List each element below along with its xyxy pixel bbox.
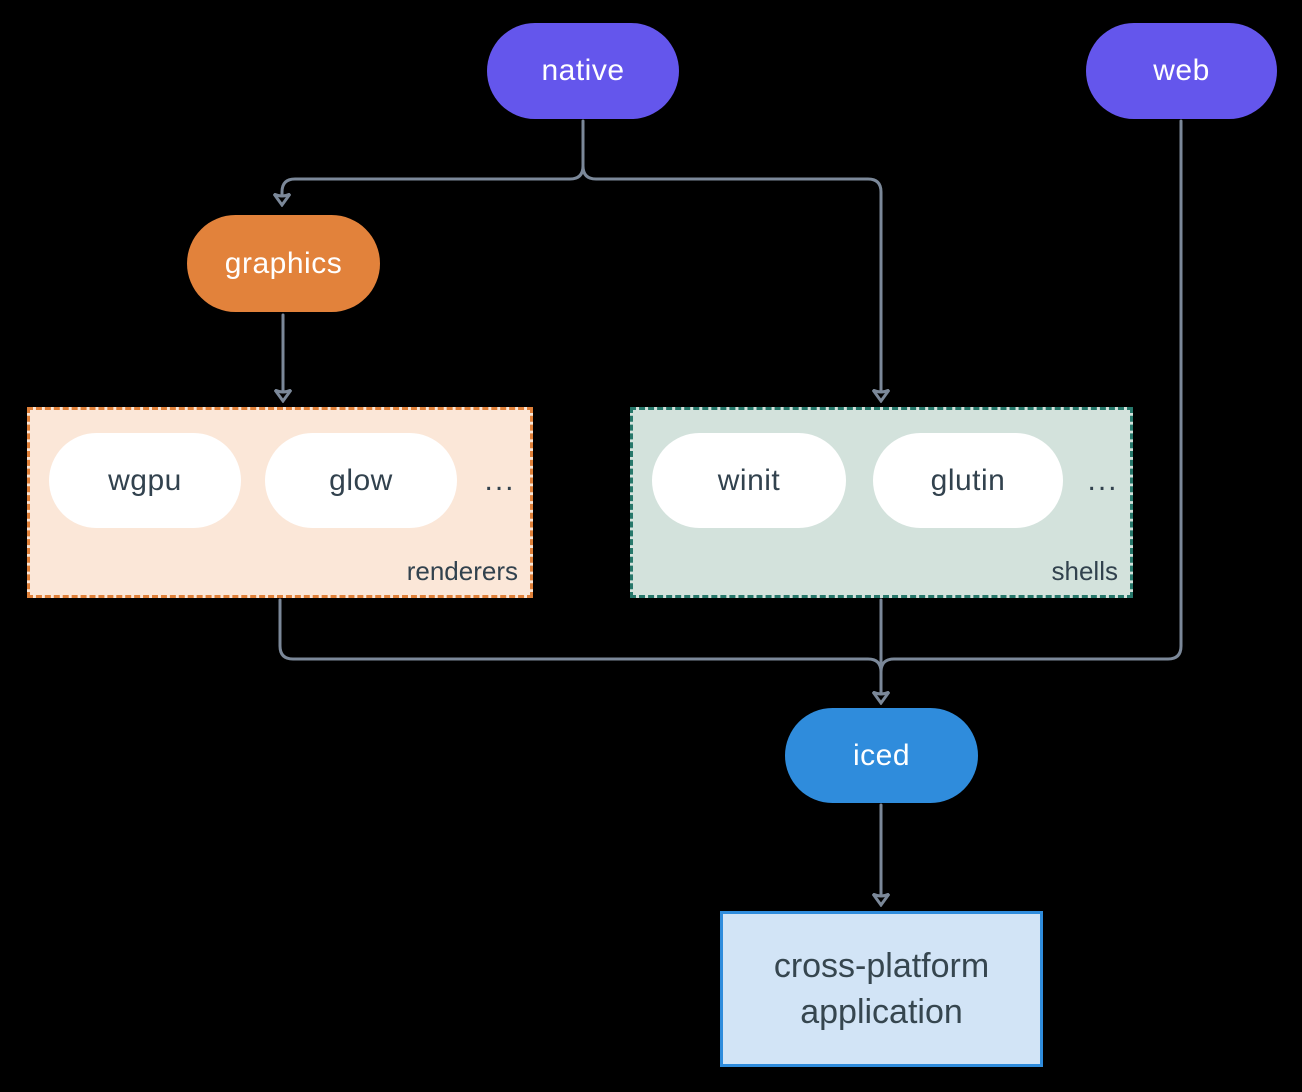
node-web: web	[1086, 23, 1277, 119]
node-native-label: native	[541, 54, 625, 87]
edge-native-graphics	[282, 164, 585, 194]
node-glow-label: glow	[329, 463, 393, 497]
group-renderers: wgpu glow ... renderers	[27, 407, 533, 598]
node-winit-label: winit	[717, 463, 781, 497]
app-box-line2: application	[800, 993, 963, 1031]
edge-renderers-iced	[278, 598, 883, 674]
node-cross-platform-application: cross-platform application	[720, 911, 1043, 1067]
node-graphics: graphics	[187, 215, 380, 312]
shells-group-label: shells	[1051, 556, 1118, 586]
node-glutin-label: glutin	[930, 463, 1006, 497]
node-winit: winit	[652, 433, 846, 528]
renderers-ellipsis: ...	[484, 463, 516, 497]
node-web-label: web	[1153, 54, 1210, 87]
node-graphics-label: graphics	[224, 246, 343, 280]
node-iced: iced	[785, 708, 978, 803]
group-shells: winit glutin ... shells	[630, 407, 1133, 598]
node-glow: glow	[265, 433, 457, 528]
shells-ellipsis: ...	[1087, 463, 1119, 497]
renderers-group-label: renderers	[406, 556, 518, 586]
edge-native-shells	[581, 164, 881, 390]
node-wgpu-label: wgpu	[108, 463, 182, 497]
node-native: native	[487, 23, 679, 119]
node-iced-label: iced	[852, 738, 911, 772]
node-glutin: glutin	[873, 433, 1063, 528]
app-box-line1: cross-platform	[773, 946, 990, 985]
node-wgpu: wgpu	[49, 433, 241, 528]
